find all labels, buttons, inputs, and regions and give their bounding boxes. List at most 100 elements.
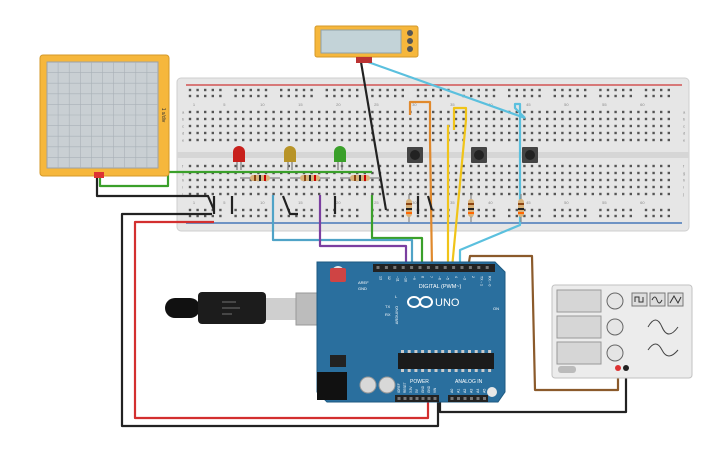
frequency-knob[interactable] [606,292,624,310]
breadboard-hole[interactable] [523,192,526,196]
breadboard-hole[interactable] [287,214,290,218]
breadboard-hole[interactable] [340,94,344,98]
breadboard-hole[interactable] [508,164,511,168]
header-pin[interactable] [450,397,454,400]
breadboard-hole[interactable] [584,131,587,135]
breadboard-hole[interactable] [432,208,435,212]
breadboard-hole[interactable] [530,178,534,182]
breadboard-hole[interactable] [234,117,237,121]
breadboard-hole[interactable] [462,214,465,218]
breadboard-hole[interactable] [211,192,214,196]
breadboard-hole[interactable] [348,208,351,212]
breadboard-hole[interactable] [378,94,382,98]
header-pin[interactable] [384,266,388,269]
breadboard-hole[interactable] [264,110,268,114]
breadboard-hole[interactable] [660,208,663,212]
breadboard-hole[interactable] [439,171,442,175]
breadboard-hole[interactable] [295,208,298,212]
breadboard-hole[interactable] [492,131,496,135]
breadboard-hole[interactable] [242,94,245,98]
breadboard-hole[interactable] [378,164,382,168]
header-pin[interactable] [427,397,431,400]
breadboard-hole[interactable] [356,110,359,114]
breadboard-hole[interactable] [394,192,397,196]
breadboard-hole[interactable] [614,131,617,135]
breadboard-hole[interactable] [660,94,663,98]
breadboard-hole[interactable] [538,192,541,196]
wire-cyan-button[interactable] [458,102,526,268]
breadboard-hole[interactable] [606,94,610,98]
breadboard-hole[interactable] [325,214,328,218]
breadboard-hole[interactable] [211,208,214,212]
breadboard-hole[interactable] [644,192,648,196]
breadboard-hole[interactable] [280,185,283,189]
breadboard-hole[interactable] [629,214,632,218]
breadboard-hole[interactable] [211,131,214,135]
breadboard-hole[interactable] [530,185,534,189]
breadboard-hole[interactable] [629,185,632,189]
breadboard-hole[interactable] [287,131,290,135]
breadboard-hole[interactable] [302,138,306,142]
oscilloscope[interactable]: 1 s/div [39,54,170,178]
breadboard-hole[interactable] [424,214,427,218]
breadboard-hole[interactable] [485,124,488,128]
breadboard-hole[interactable] [196,124,199,128]
output-negative-terminal[interactable] [623,365,629,371]
breadboard-hole[interactable] [348,88,351,92]
breadboard-hole[interactable] [553,88,556,92]
breadboard-hole[interactable] [234,164,237,168]
breadboard-hole[interactable] [538,131,541,135]
breadboard-hole[interactable] [363,138,366,142]
breadboard-hole[interactable] [264,131,268,135]
breadboard-hole[interactable] [196,117,199,121]
wire-green-arduino[interactable] [370,195,424,268]
breadboard-hole[interactable] [485,164,488,168]
wire-yellow[interactable] [450,106,468,269]
breadboard-hole[interactable] [530,131,534,135]
breadboard-hole[interactable] [439,208,442,212]
breadboard-hole[interactable] [622,208,625,212]
breadboard-hole[interactable] [523,88,526,92]
breadboard-hole[interactable] [553,178,556,182]
breadboard-hole[interactable] [264,208,268,212]
wire-orange[interactable] [408,100,434,269]
breadboard-hole[interactable] [599,178,602,182]
breadboard-hole[interactable] [660,88,663,92]
breadboard-hole[interactable] [280,124,283,128]
breadboard-hole[interactable] [530,171,534,175]
breadboard-hole[interactable] [568,171,572,175]
breadboard-hole[interactable] [196,131,199,135]
power-jack[interactable] [317,372,347,400]
header-pin[interactable] [485,266,489,269]
breadboard-hole[interactable] [454,117,458,121]
breadboard-hole[interactable] [196,164,199,168]
breadboard-hole[interactable] [242,178,245,182]
breadboard-hole[interactable] [394,185,397,189]
breadboard-hole[interactable] [333,192,336,196]
breadboard-hole[interactable] [340,110,344,114]
breadboard-hole[interactable] [401,164,404,168]
breadboard-hole[interactable] [622,178,625,182]
breadboard-hole[interactable] [599,124,602,128]
breadboard-hole[interactable] [318,110,321,114]
breadboard-hole[interactable] [356,185,359,189]
breadboard-hole[interactable] [310,131,313,135]
breadboard-hole[interactable] [576,117,579,121]
breadboard-hole[interactable] [333,124,336,128]
breadboard-hole[interactable] [454,124,458,128]
breadboard-hole[interactable] [652,124,655,128]
breadboard-hole[interactable] [470,94,473,98]
breadboard-hole[interactable] [416,214,420,218]
breadboard-hole[interactable] [204,117,207,121]
breadboard-hole[interactable] [530,192,534,196]
breadboard-hole[interactable] [249,94,252,98]
breadboard-hole[interactable] [196,208,199,212]
breadboard-hole[interactable] [644,178,648,182]
breadboard-hole[interactable] [652,185,655,189]
breadboard-hole[interactable] [439,94,442,98]
breadboard-hole[interactable] [234,185,237,189]
breadboard-hole[interactable] [667,192,670,196]
breadboard-hole[interactable] [386,192,389,196]
breadboard-hole[interactable] [667,138,670,142]
breadboard-hole[interactable] [401,110,404,114]
